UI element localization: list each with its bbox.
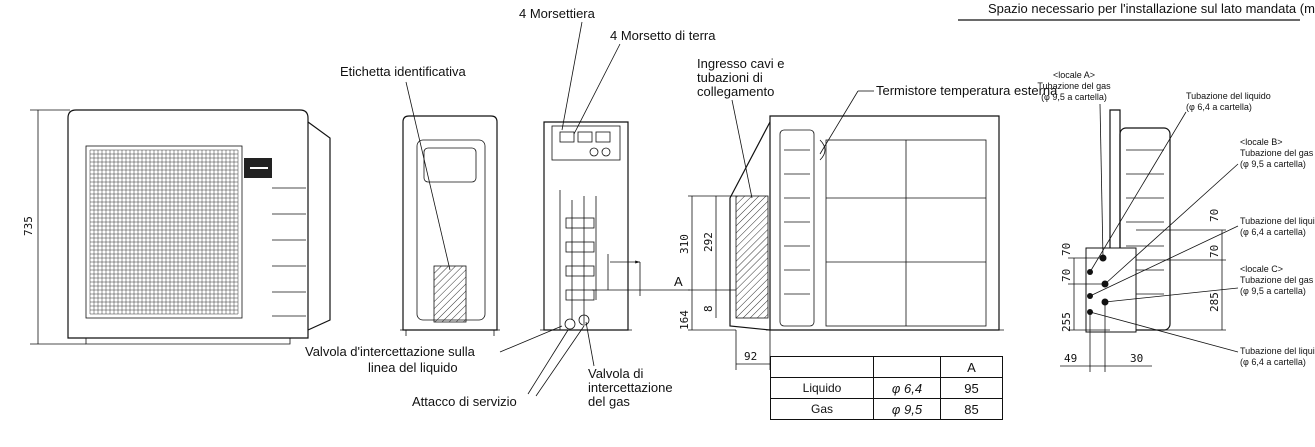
label-ingresso-cavi-1: Ingresso cavi e: [697, 56, 784, 71]
dim-735: 735: [22, 216, 35, 236]
port-c-line1: <locale C>: [1240, 264, 1283, 274]
label-valvola-gas-2: intercettazione: [588, 380, 673, 395]
dim-r70b: 70: [1060, 269, 1073, 282]
table-header-row: A: [770, 356, 1003, 378]
dim-310: 310: [678, 234, 691, 254]
id-label-hatch: [433, 265, 467, 323]
dim-164: 164: [678, 310, 691, 330]
table-cell: Gas: [770, 398, 874, 420]
label-valvola-liquido-1: Valvola d'intercettazione sulla: [305, 344, 476, 359]
port-c-line2: Tubazione del gas: [1240, 275, 1314, 285]
label-termistore: Termistore temperatura esterna: [876, 83, 1058, 98]
dim-r30: 30: [1130, 352, 1143, 365]
rear-side-view: 310 292 164 8 92: [678, 115, 1004, 370]
port-liq-c-line2: (φ 6,4 a cartella): [1240, 357, 1306, 367]
port-b-line1: <locale B>: [1240, 137, 1283, 147]
coil-hatch: [735, 195, 769, 319]
table-row: Gas φ 9,5 85: [770, 398, 1003, 420]
port-liq-b-line1: Tubazione del liquido: [1240, 216, 1315, 226]
dim-r70d: 70: [1208, 245, 1221, 258]
dim-r70c: 70: [1208, 209, 1221, 222]
port-a-line1: <locale A>: [1053, 70, 1095, 80]
port-liq-c-line1: Tubazione del liquido: [1240, 346, 1315, 356]
piping-view: A: [540, 121, 690, 331]
dim-92: 92: [744, 350, 757, 363]
port-labels: <locale A> Tubazione del gas (φ 9,5 a ca…: [1037, 70, 1315, 367]
table-cell: φ 6,4: [873, 377, 941, 399]
port-liq-a-line1: Tubazione del liquido: [1186, 91, 1271, 101]
table-cell: Liquido: [770, 377, 874, 399]
table-cell: 95: [940, 377, 1003, 399]
label-morsetto-terra: 4 Morsetto di terra: [610, 28, 716, 43]
page-title: Spazio necessario per l'installazione su…: [988, 1, 1315, 16]
label-morsettiera: 4 Morsettiera: [519, 6, 596, 21]
port-a-line2: Tubazione del gas: [1037, 81, 1111, 91]
label-valvola-liquido-2: linea del liquido: [368, 360, 458, 375]
port-liq-b-line2: (φ 6,4 a cartella): [1240, 227, 1306, 237]
table-header-cell: A: [940, 356, 1003, 378]
front-view: 735: [22, 109, 331, 345]
fan-grille: [89, 149, 239, 315]
marker-a-label: A: [674, 274, 683, 289]
table-header-cell: [873, 356, 941, 378]
dim-r255: 255: [1060, 312, 1073, 332]
label-etichetta: Etichetta identificativa: [340, 64, 467, 79]
label-attacco-servizio: Attacco di servizio: [412, 394, 517, 409]
label-ingresso-cavi-3: collegamento: [697, 84, 774, 99]
table-header-cell: [770, 356, 874, 378]
dim-8: 8: [702, 305, 715, 312]
port-c-line3: (φ 9,5 a cartella): [1240, 286, 1306, 296]
table-cell: φ 9,5: [873, 398, 941, 420]
port-b-line3: (φ 9,5 a cartella): [1240, 159, 1306, 169]
pipe-spec-table: A Liquido φ 6,4 95 Gas φ 9,5 85: [770, 356, 1003, 420]
ports-view: 70 70 255 70 70 285 49 30: [1060, 103, 1239, 372]
port-a-line3: (φ 9,5 a cartella): [1041, 92, 1107, 102]
label-valvola-gas-3: del gas: [588, 394, 630, 409]
label-ingresso-cavi-2: tubazioni di: [697, 70, 763, 85]
dim-292: 292: [702, 232, 715, 252]
port-liq-a-line2: (φ 6,4 a cartella): [1186, 102, 1252, 112]
side-view: [400, 115, 500, 336]
dim-r70a: 70: [1060, 243, 1073, 256]
table-cell: 85: [940, 398, 1003, 420]
dim-r285: 285: [1208, 292, 1221, 312]
port-b-line2: Tubazione del gas: [1240, 148, 1314, 158]
label-valvola-gas-1: Valvola di: [588, 366, 644, 381]
table-row: Liquido φ 6,4 95: [770, 377, 1003, 399]
dim-r49: 49: [1064, 352, 1077, 365]
